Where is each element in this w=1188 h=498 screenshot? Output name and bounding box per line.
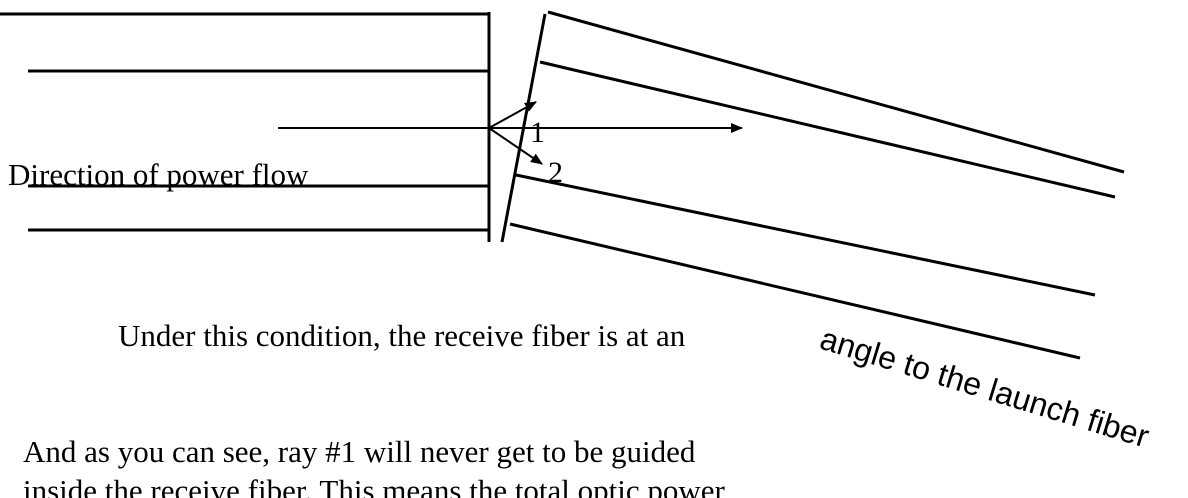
- condition-text: Under this condition, the receive fiber …: [118, 318, 686, 353]
- rays: [278, 101, 743, 165]
- explanation-line-1: And as you can see, ray #1 will never ge…: [23, 434, 696, 469]
- receive-fiber-line-2: [539, 60, 1116, 199]
- ray-2-label: 2: [548, 156, 563, 189]
- receive-fiber-line-3: [515, 173, 1096, 297]
- ray-1-arrow: [488, 101, 537, 129]
- explanation-text: And as you can see, ray #1 will never ge…: [23, 432, 725, 498]
- ray-1-label: 1: [530, 116, 545, 149]
- receive-fiber-line-4: [509, 222, 1081, 360]
- receive-fiber-line-1: [547, 10, 1125, 174]
- receive-fiber: [500, 10, 1125, 360]
- power-flow-label: Direction of power flow: [8, 157, 309, 192]
- explanation-line-2: inside the receive fiber. This means the…: [23, 473, 725, 498]
- ray-2-arrow: [488, 127, 543, 165]
